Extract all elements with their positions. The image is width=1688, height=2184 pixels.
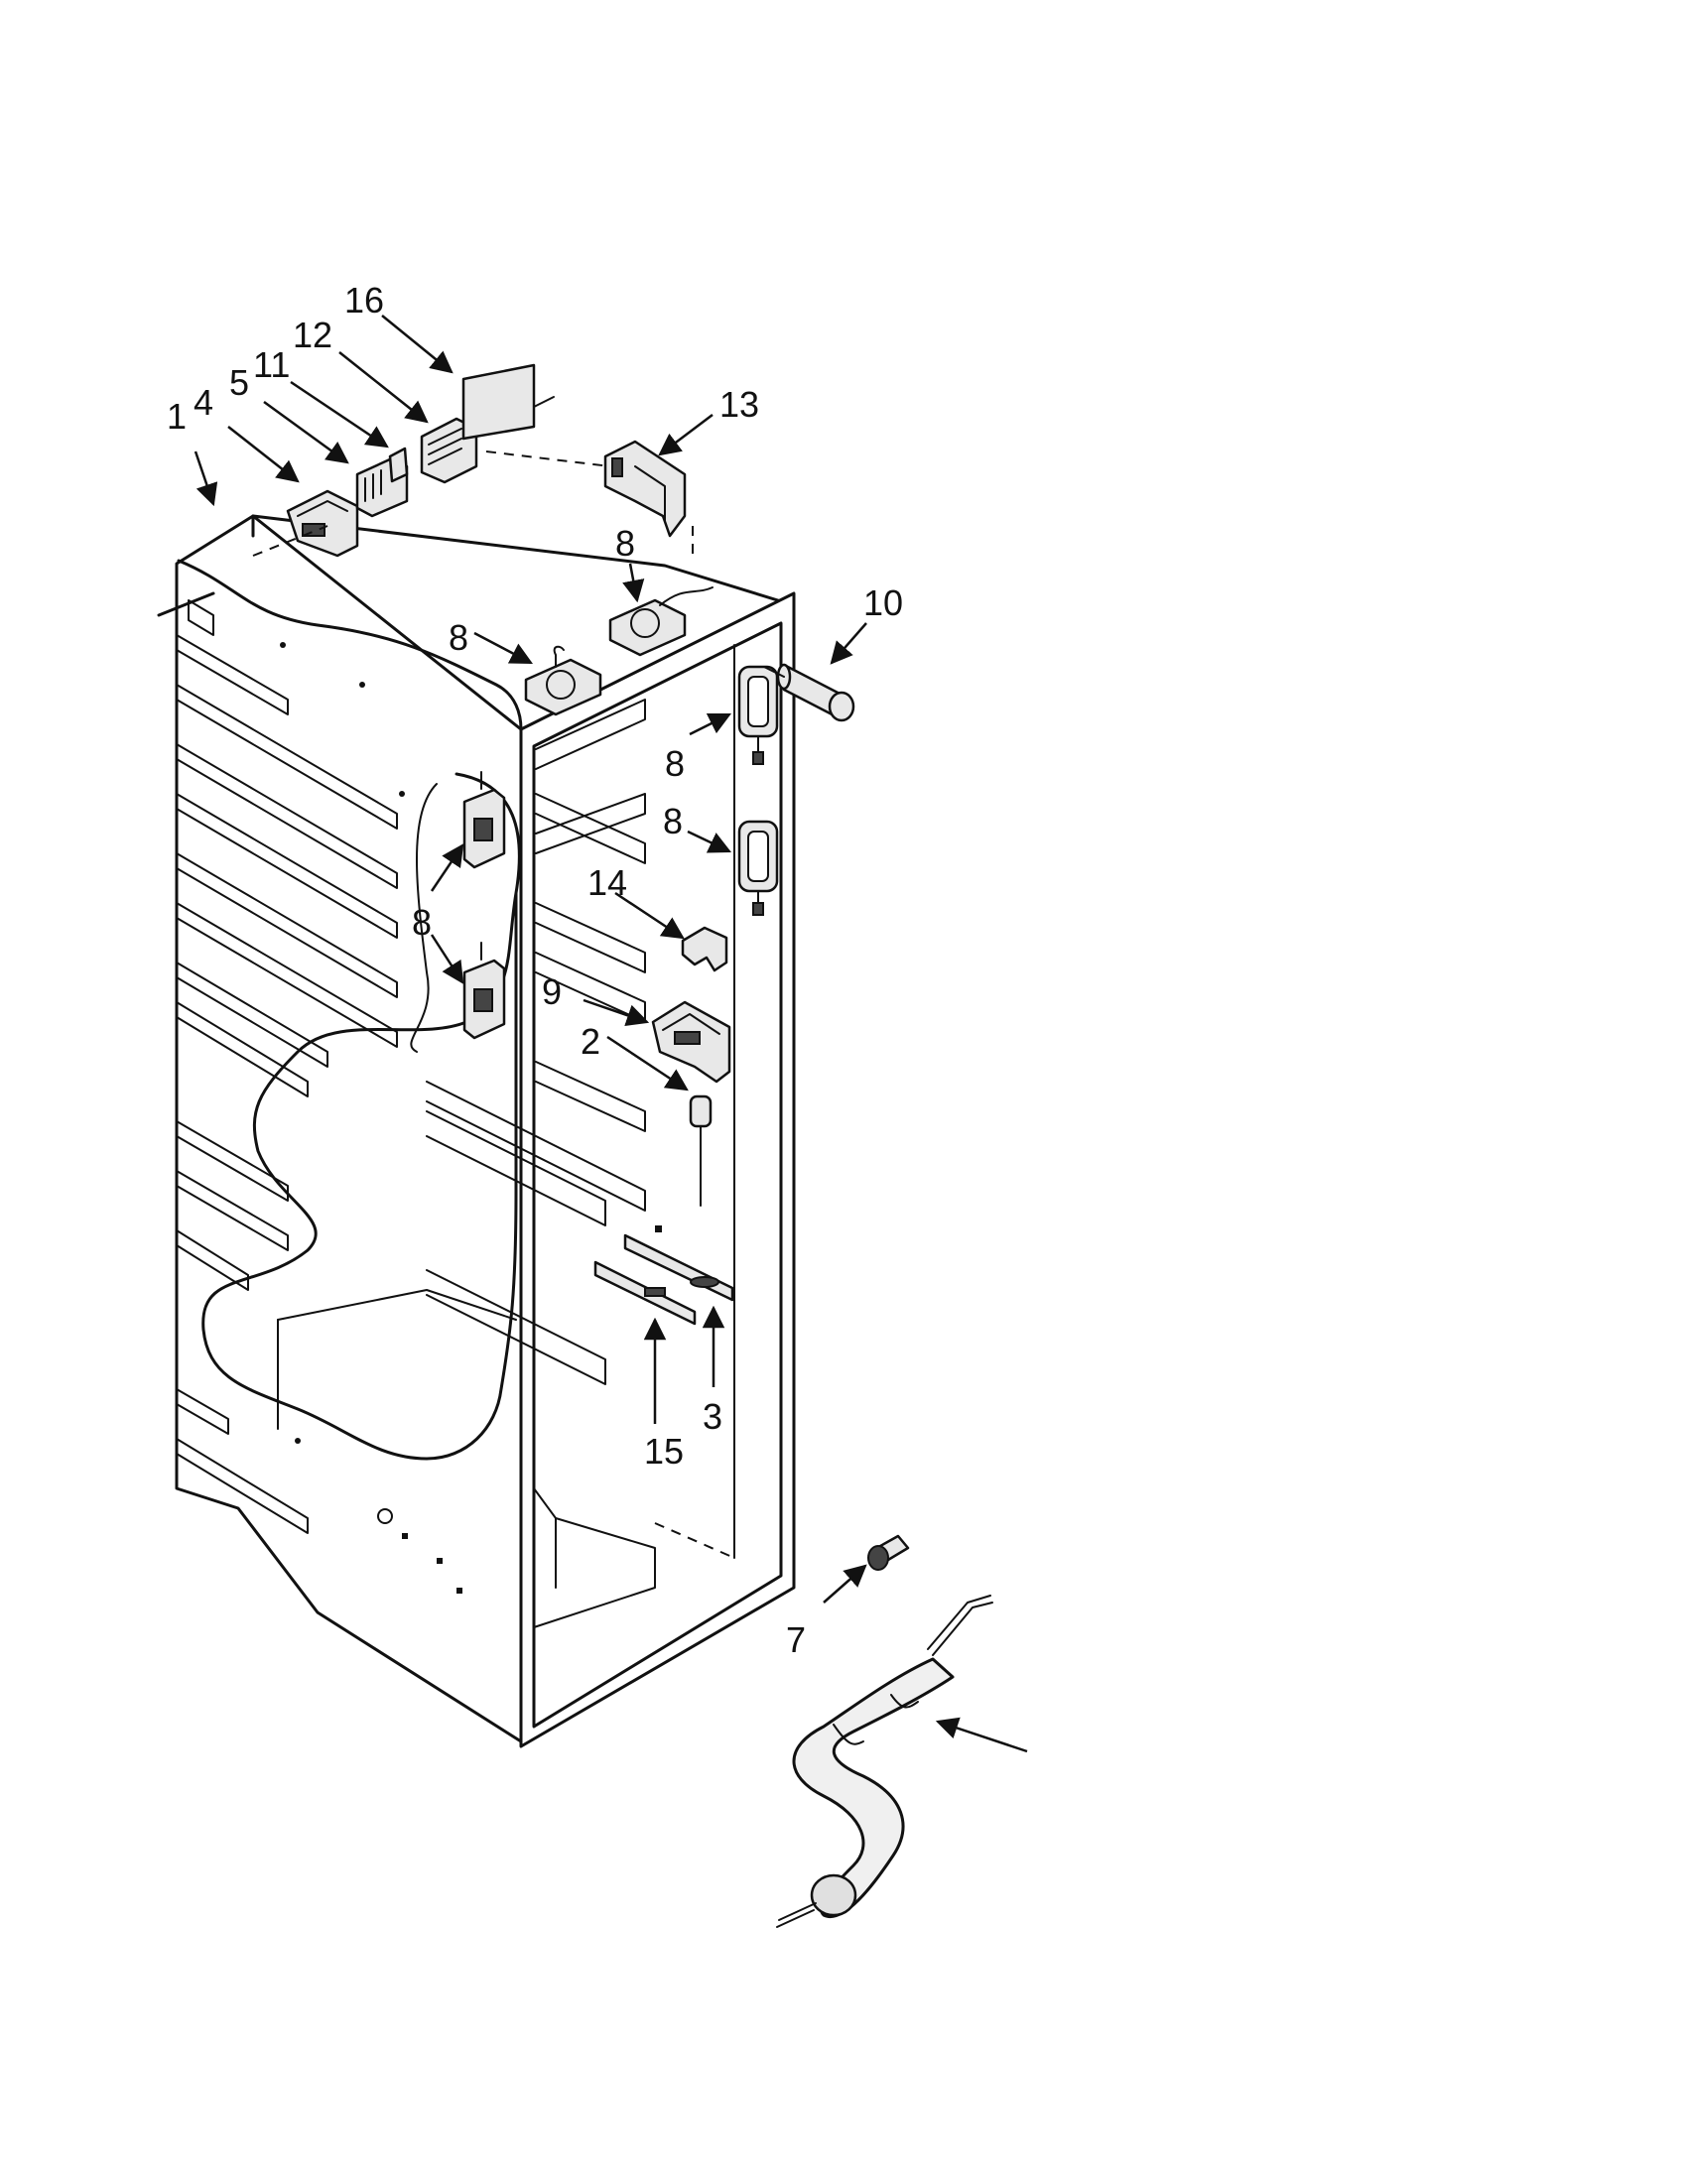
part-7-water-tube — [776, 1595, 993, 1928]
callout-9: 2 — [581, 1021, 600, 1062]
callout-5: 5 — [229, 362, 249, 403]
part-3-slider — [593, 1260, 697, 1326]
callout-8-left: 8 — [412, 902, 432, 943]
leader-lines — [194, 315, 1028, 1753]
part-4-housing — [286, 489, 359, 558]
part-8-lamp-left-lower — [462, 942, 506, 1040]
callout-11: 11 — [253, 344, 290, 385]
callout-14: 9 — [542, 971, 562, 1012]
callout-12: 12 — [293, 315, 332, 355]
callout-4: 4 — [194, 382, 213, 423]
part-13-bracket — [603, 440, 687, 538]
part-8-lamp-right-lower — [737, 820, 779, 916]
part-8-lamp-top-mid — [524, 645, 602, 716]
part-15-fitting — [867, 1534, 910, 1571]
part-2-slider — [623, 1233, 734, 1302]
shelf-ribs-left — [176, 634, 398, 1534]
part-9-sensor — [689, 1094, 713, 1207]
part-8-lamp-top-right — [608, 586, 714, 657]
callout-2: 3 — [703, 1396, 722, 1437]
part-8-lamp-left-upper — [462, 771, 506, 869]
part-6-clip — [681, 926, 728, 972]
part-14-thermistor-housing — [651, 1000, 731, 1084]
callout-13: 13 — [719, 384, 759, 425]
part-8-lamp-right-upper — [737, 665, 779, 765]
callout-1: 1 — [167, 396, 187, 437]
callout-8-top-right: 8 — [615, 523, 635, 564]
refrigerator-liner — [157, 514, 796, 1748]
callout-8-right-lower: 8 — [663, 801, 683, 841]
part-11-connector — [388, 447, 409, 483]
callout-3: 15 — [644, 1431, 684, 1472]
callout-10: 10 — [863, 582, 903, 623]
callout-15: 7 — [786, 1619, 806, 1660]
callout-8-top-mid: 8 — [449, 617, 468, 658]
callout-16: 16 — [344, 280, 384, 321]
part-16-cover — [461, 363, 555, 441]
part-10-water-filter — [763, 663, 855, 722]
callout-8-right-upper: 8 — [665, 743, 685, 784]
callout-6: 14 — [587, 862, 627, 903]
callout-labels: 1 4 5 11 12 16 13 8 8 10 8 8 8 6 14 9 2 … — [167, 280, 903, 1660]
